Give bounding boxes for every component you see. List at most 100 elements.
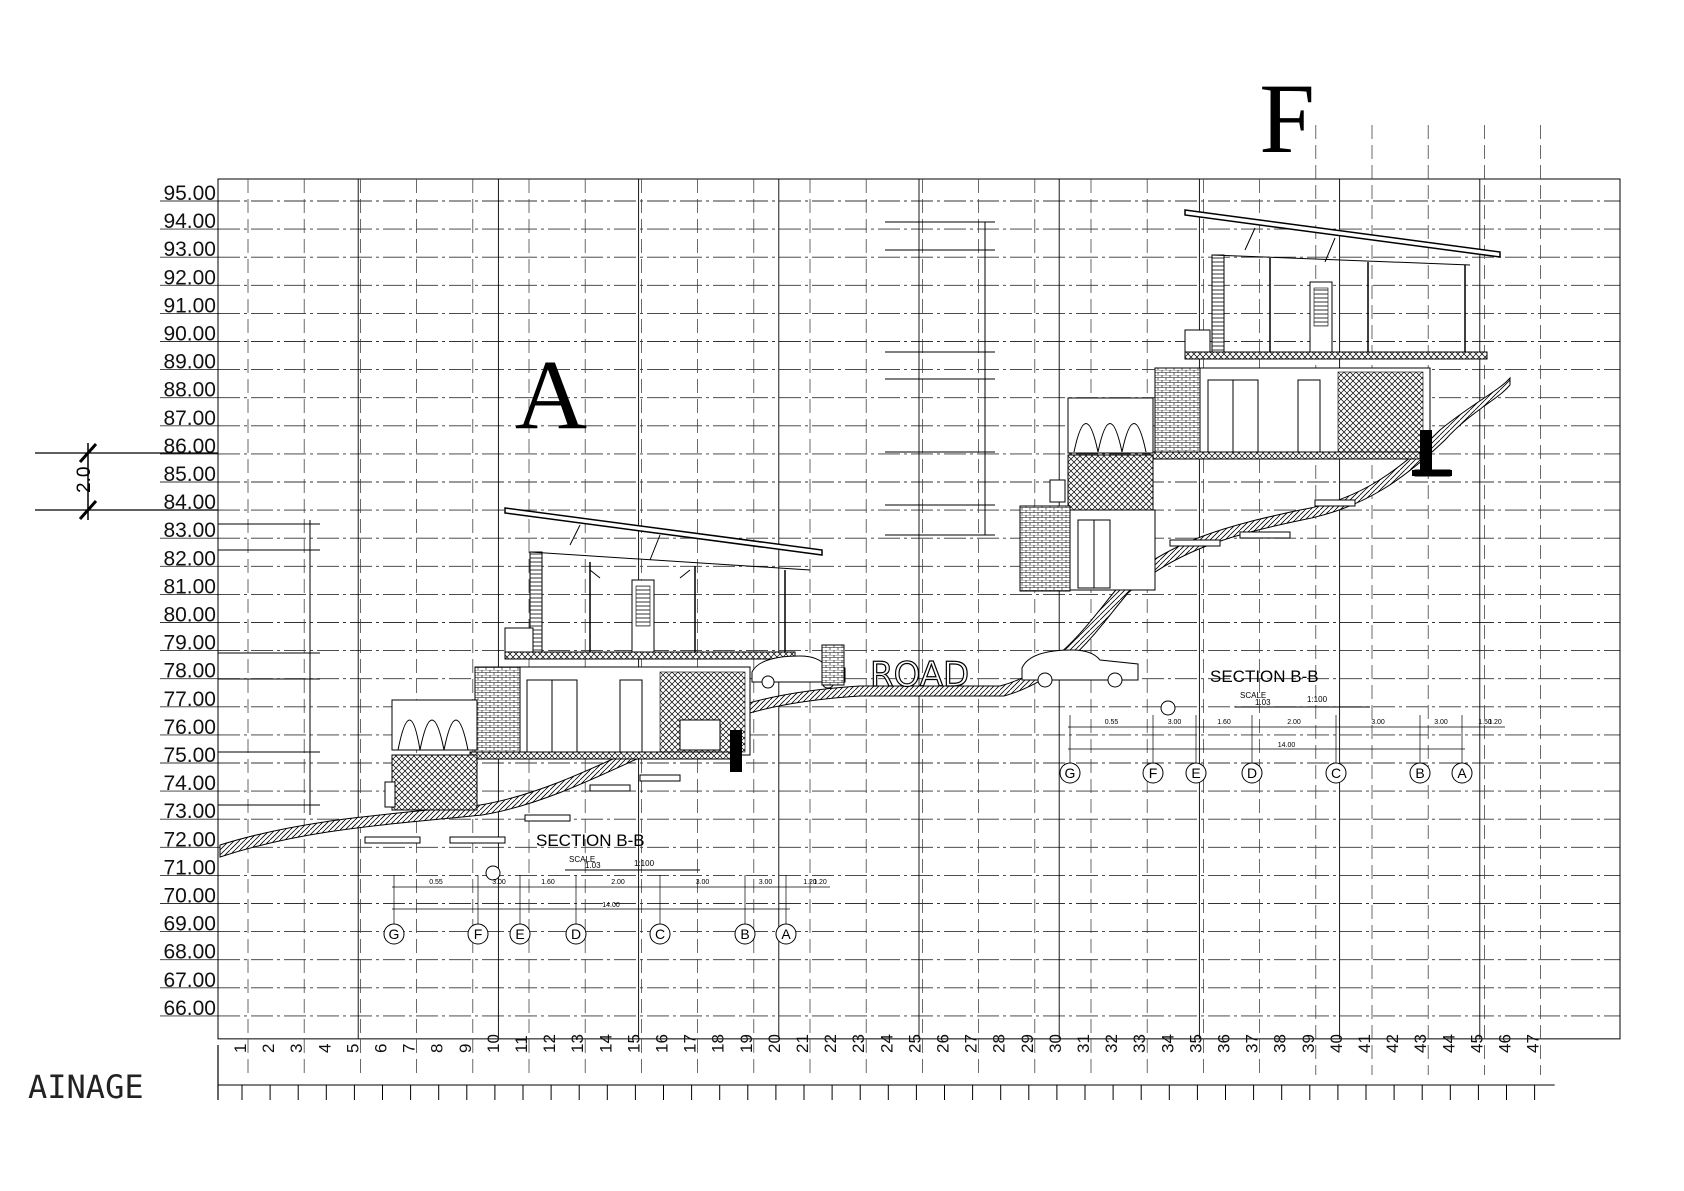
station-label: 21 <box>793 1034 812 1053</box>
elevation-label: 71.00 <box>163 856 216 879</box>
elevation-label: 92.00 <box>163 266 216 289</box>
elevation-label: 74.00 <box>163 772 216 795</box>
station-label: 5 <box>343 1044 362 1053</box>
grid-bubble <box>1325 762 1347 784</box>
station-label: 20 <box>765 1034 784 1053</box>
dimension-value: 14.00 <box>602 902 620 909</box>
dimension-value: 1.20 <box>803 879 817 886</box>
dimension-value: 2.00 <box>1287 719 1301 726</box>
station-label: 33 <box>1130 1034 1149 1053</box>
elevation-label: 91.00 <box>163 294 216 317</box>
elevation-label: 68.00 <box>163 941 216 964</box>
grid-bubble <box>467 923 489 945</box>
station-label: 29 <box>1018 1034 1037 1053</box>
station-label: 39 <box>1299 1034 1318 1053</box>
elevation-label: 69.00 <box>163 913 216 936</box>
station-label: 8 <box>428 1044 447 1053</box>
station-label: 19 <box>737 1034 756 1053</box>
elevation-label: 82.00 <box>163 547 216 570</box>
station-label: 46 <box>1496 1034 1515 1053</box>
elevation-label: 84.00 <box>163 491 216 514</box>
grid-bubble <box>775 923 797 945</box>
elevation-label: 90.00 <box>163 323 216 346</box>
station-label: 18 <box>709 1034 728 1053</box>
dimension-value: 2.00 <box>611 879 625 886</box>
level-dimensions-right <box>885 221 995 536</box>
station-label: 26 <box>934 1034 953 1053</box>
grid-bubble <box>383 923 405 945</box>
station-label: 25 <box>905 1034 924 1053</box>
grid-letter: C <box>655 926 665 942</box>
elevation-label: 87.00 <box>163 407 216 430</box>
dimension-value: 1.20 <box>813 879 827 886</box>
station-label: 13 <box>568 1034 587 1053</box>
station-label: 15 <box>624 1034 643 1053</box>
elevation-label: 79.00 <box>163 632 216 655</box>
dimension-value: 14.00 <box>1278 742 1296 749</box>
dimension-value: 3.00 <box>759 879 773 886</box>
grid-letter: D <box>1247 765 1257 781</box>
building-letter-f: F <box>1259 63 1315 174</box>
station-label: 12 <box>540 1034 559 1053</box>
grid-bubble <box>1241 762 1263 784</box>
elevation-label: 95.00 <box>163 182 216 205</box>
elevation-label: 76.00 <box>163 716 216 739</box>
station-label: 38 <box>1271 1034 1290 1053</box>
grid-letter: F <box>1149 765 1158 781</box>
grid-bubble <box>1451 762 1473 784</box>
dimension-value: 3.00 <box>492 879 506 886</box>
grid-letter: E <box>1191 765 1200 781</box>
dimension-value: 3.00 <box>1168 719 1182 726</box>
elevation-grid <box>160 125 1621 1075</box>
building-section-f <box>1019 209 1501 688</box>
grid-bubble <box>1185 762 1207 784</box>
elevation-label: 67.00 <box>163 969 216 992</box>
station-label: 7 <box>400 1044 419 1053</box>
drainage-label: AINAGE <box>28 1068 144 1106</box>
station-label: 44 <box>1439 1034 1458 1053</box>
station-label: 22 <box>821 1034 840 1053</box>
elevation-label: 81.00 <box>163 575 216 598</box>
station-label: 41 <box>1355 1034 1374 1053</box>
station-label: 17 <box>681 1034 700 1053</box>
station-label: 45 <box>1467 1034 1486 1053</box>
elevation-label: 83.00 <box>163 519 216 542</box>
dimension-value: 3.00 <box>1434 719 1448 726</box>
grid-letter: E <box>515 926 524 942</box>
grid-letter: D <box>571 926 581 942</box>
station-label: 11 <box>512 1035 531 1053</box>
grid-letter: C <box>1331 765 1341 781</box>
station-label: 1 <box>231 1044 250 1053</box>
dimension-value: 1.60 <box>541 879 555 886</box>
svg-text:SECTION B-B: SECTION B-B <box>1210 667 1319 686</box>
building-section-a <box>364 507 846 844</box>
svg-text:1.03: 1.03 <box>1255 698 1271 707</box>
station-label: 9 <box>456 1044 475 1053</box>
station-label: 32 <box>1102 1034 1121 1053</box>
svg-text:1.03: 1.03 <box>585 861 601 870</box>
elevation-label: 78.00 <box>163 660 216 683</box>
grid-letter: G <box>1065 765 1076 781</box>
station-label: 36 <box>1215 1034 1234 1053</box>
grid-letter: A <box>781 926 791 942</box>
station-label: 42 <box>1383 1034 1402 1053</box>
station-label: 2 <box>259 1044 278 1053</box>
grid-bubble <box>649 923 671 945</box>
station-label: 4 <box>315 1044 334 1053</box>
section-title-left: SECTION B-B SCALE 1.03 1:100 <box>485 831 700 881</box>
svg-text:SCALE: SCALE <box>569 855 595 864</box>
dimension-value: 1.60 <box>1217 719 1231 726</box>
elevation-label: 80.00 <box>163 604 216 627</box>
grid-letter: A <box>1457 765 1467 781</box>
station-label: 31 <box>1074 1034 1093 1053</box>
station-label: 10 <box>484 1034 503 1053</box>
grid-letter: B <box>740 926 749 942</box>
svg-text:1:100: 1:100 <box>1307 695 1328 704</box>
grid-bubble <box>734 923 756 945</box>
grid-bubble <box>1409 762 1431 784</box>
dimension-value: 1.50 <box>1478 719 1492 726</box>
